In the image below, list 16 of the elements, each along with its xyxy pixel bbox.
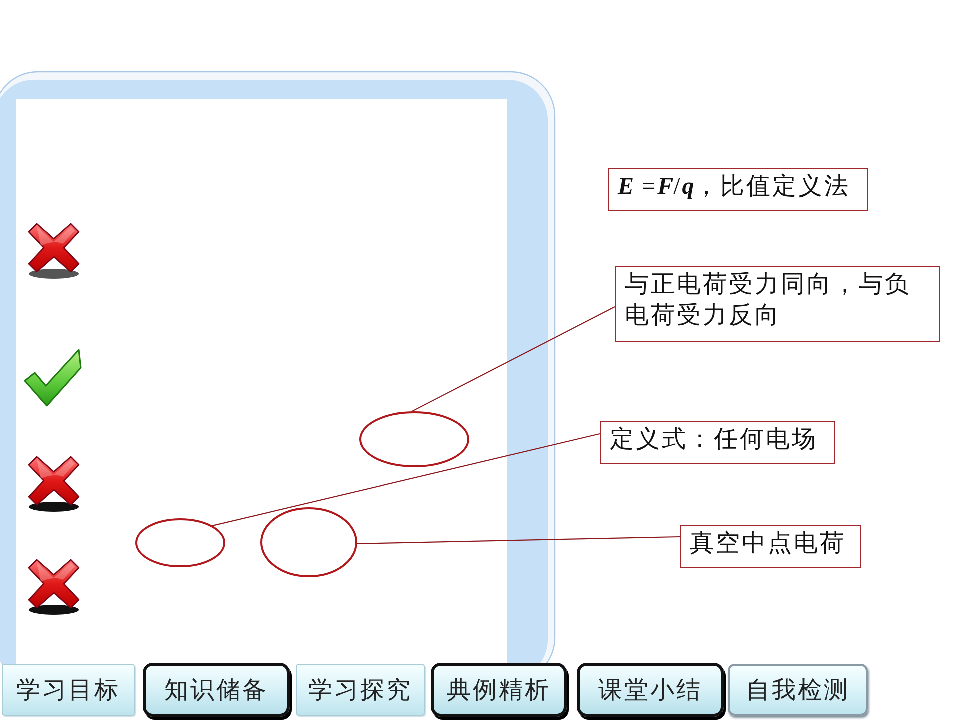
nav-button: 学习探究 <box>296 664 425 716</box>
marked-ellipse <box>135 518 226 568</box>
nav-button: 典例精析 <box>431 663 567 717</box>
nav-button: 自我检测 <box>728 664 868 716</box>
leader-line <box>212 433 600 527</box>
callout-box: 定义式：任何电场 <box>600 421 835 464</box>
nav-button: 知识储备 <box>143 663 290 717</box>
callout-box: 与正电荷受力同向，与负电荷受力反向 <box>615 266 940 342</box>
nav-button: 课堂小结 <box>577 663 724 717</box>
marked-ellipse <box>260 507 358 578</box>
leader-line <box>410 306 616 413</box>
leader-line <box>356 536 680 545</box>
callout-box: E =F/q，比值定义法 <box>608 168 868 211</box>
marked-ellipse <box>359 411 470 468</box>
nav-button: 学习目标 <box>2 664 135 716</box>
callout-box: 真空中点电荷 <box>680 525 861 568</box>
